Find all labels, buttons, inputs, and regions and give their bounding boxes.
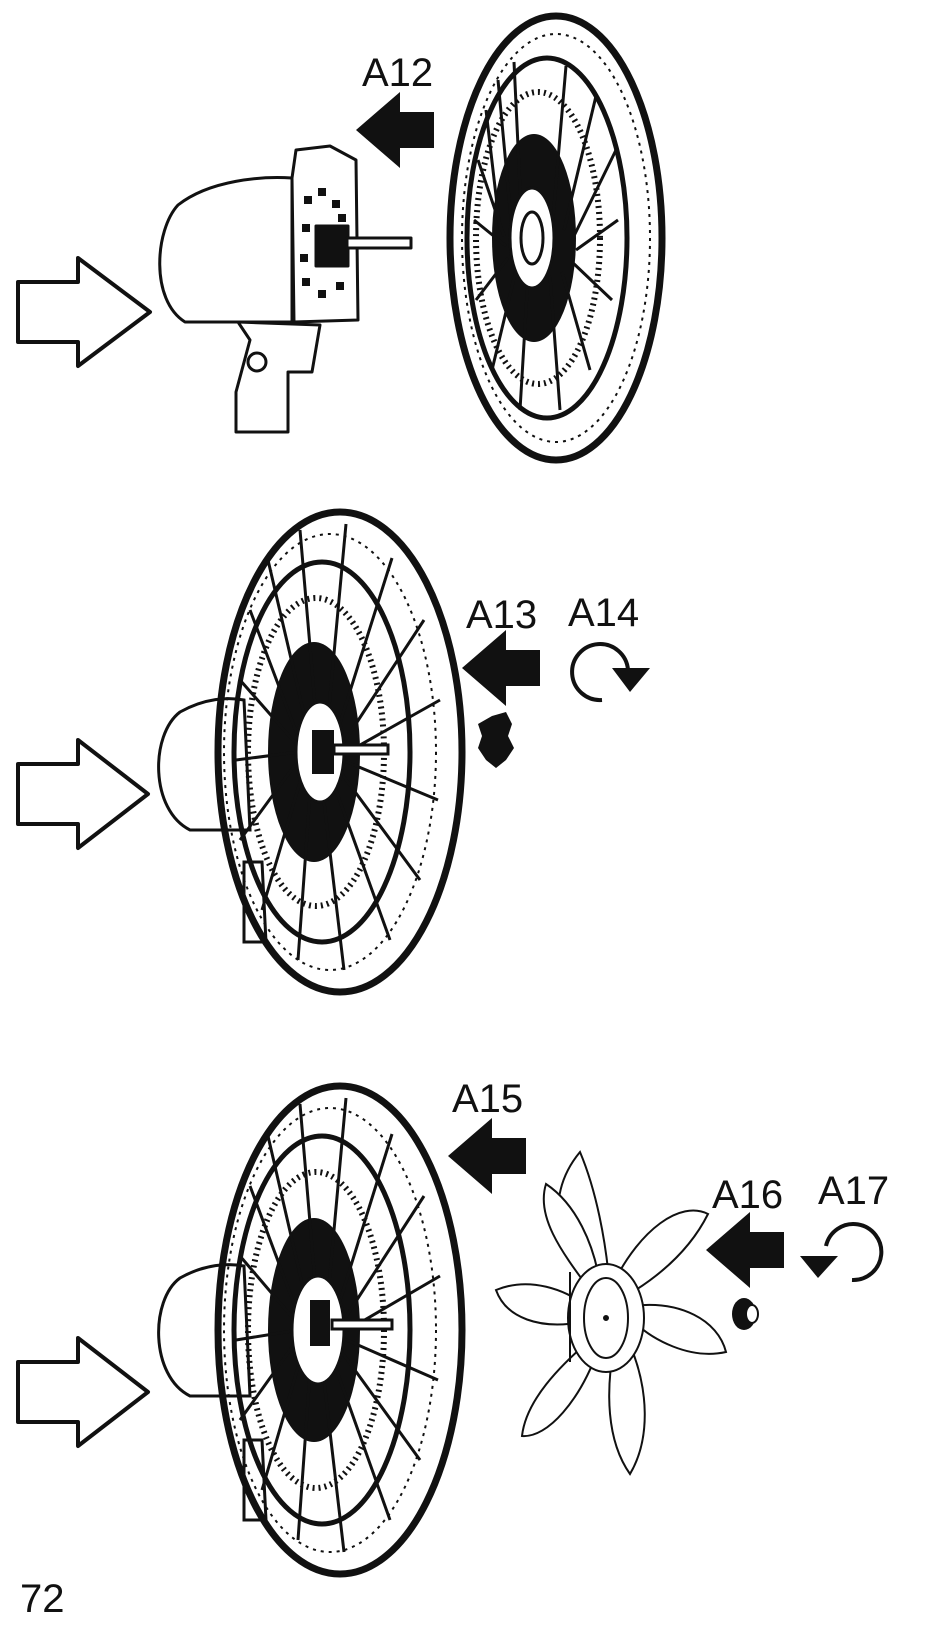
knob-icon xyxy=(478,712,514,768)
rear-grille-mounted xyxy=(214,1082,466,1578)
motor-housing xyxy=(157,697,252,832)
rotate-counterclockwise-icon xyxy=(800,1222,884,1283)
step-2: A13 A14 xyxy=(16,508,650,996)
blade-nut-icon xyxy=(732,1298,759,1330)
label-a15: A15 xyxy=(452,1077,523,1121)
push-arrow-icon xyxy=(706,1212,784,1288)
label-a14: A14 xyxy=(568,591,639,635)
label-a16: A16 xyxy=(712,1173,783,1217)
label-a17: A17 xyxy=(818,1169,889,1213)
page-number: 72 xyxy=(20,1577,65,1621)
push-arrow-icon xyxy=(356,92,434,168)
outline-arrow-icon xyxy=(16,1336,150,1448)
push-arrow-icon xyxy=(448,1118,526,1194)
motor-housing xyxy=(157,1263,252,1398)
step-3: A15 A16 A17 xyxy=(16,1077,889,1578)
fan-blade xyxy=(494,1150,728,1476)
push-arrow-icon xyxy=(462,630,540,706)
step-1: A12 xyxy=(16,12,666,464)
rear-grille xyxy=(446,12,666,464)
outline-arrow-icon xyxy=(16,738,150,850)
label-a12: A12 xyxy=(362,51,433,95)
motor-housing xyxy=(158,144,413,434)
motor-face-marks xyxy=(300,188,346,298)
label-a13: A13 xyxy=(466,593,537,637)
outline-arrow-icon xyxy=(16,256,152,368)
rotate-clockwise-icon xyxy=(570,642,650,703)
